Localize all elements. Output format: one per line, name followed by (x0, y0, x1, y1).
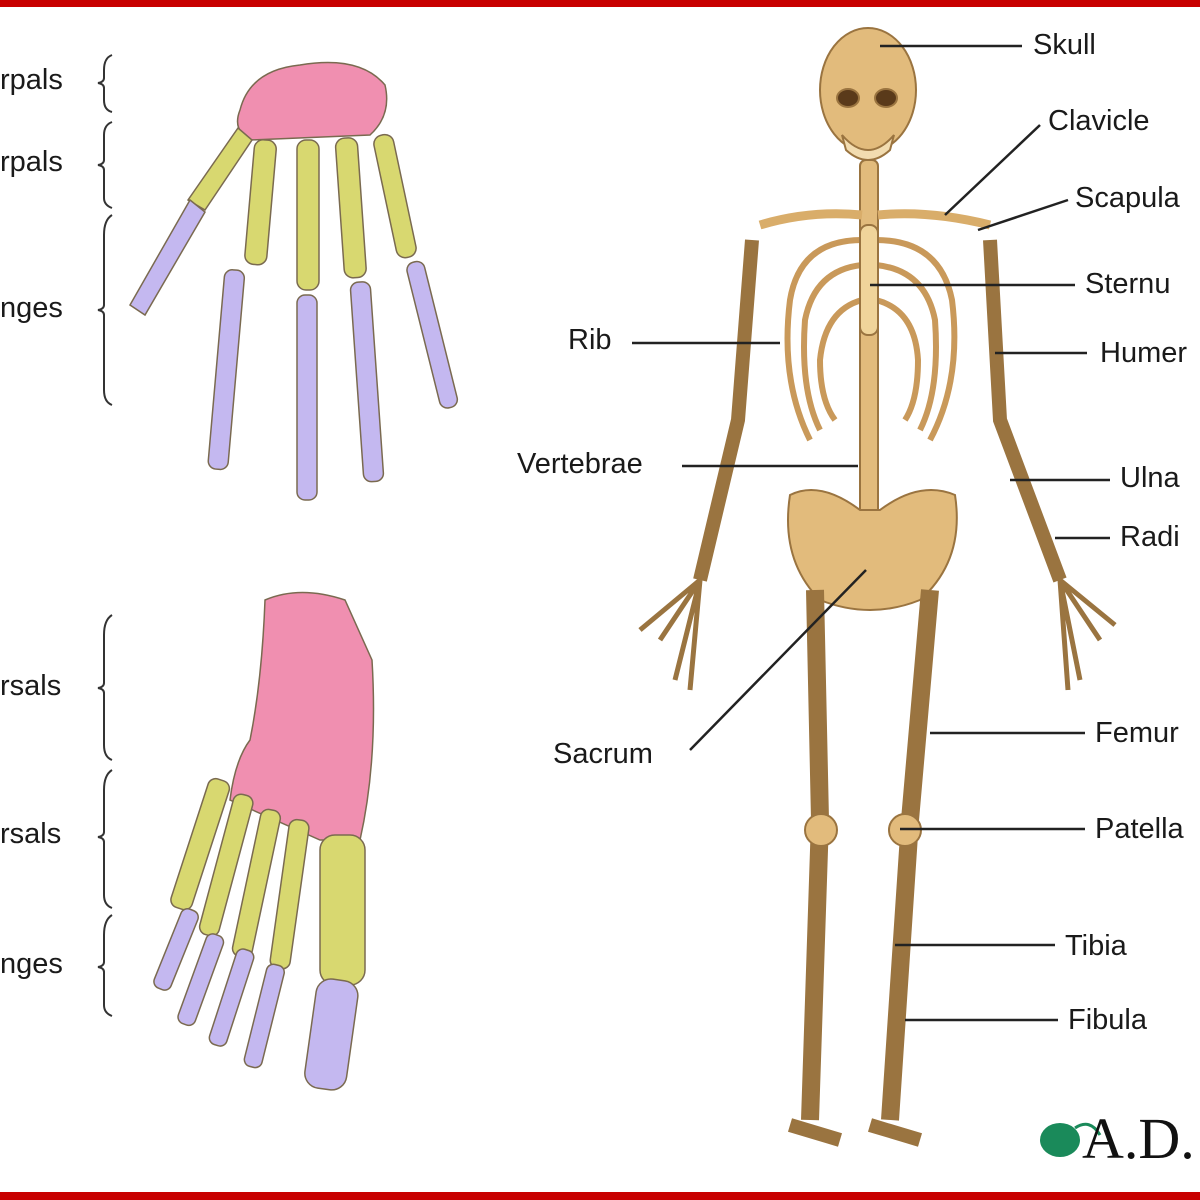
right-leg (881, 589, 939, 1121)
left-patella (804, 813, 838, 847)
skeleton-illustration (638, 27, 1117, 1147)
label-patella: Patella (1095, 813, 1184, 845)
hand-carpals (236, 61, 388, 141)
hand-phalanges (129, 198, 459, 501)
brace-tarsals (97, 614, 113, 761)
label-metacarpals: rpals (0, 146, 63, 178)
brace-foot-phalanges (97, 914, 113, 1017)
pelvis (787, 489, 958, 611)
adam-logo: A.D. (1082, 1106, 1195, 1171)
label-tarsals: rsals (0, 670, 62, 702)
label-ulna: Ulna (1120, 462, 1180, 494)
ribcage (784, 237, 958, 442)
label-scapula: Scapula (1075, 182, 1180, 214)
left-hand (638, 578, 703, 691)
leader-lines (632, 44, 1110, 1022)
label-fibula: Fibula (1068, 1004, 1147, 1036)
label-tibia: Tibia (1065, 930, 1127, 962)
label-sacrum: Sacrum (553, 738, 653, 770)
label-radius: Radi (1120, 521, 1180, 553)
label-skull: Skull (1033, 29, 1096, 61)
foot-phalanges (153, 907, 359, 1091)
left-arm (693, 239, 759, 582)
label-humerus: Humer (1100, 337, 1188, 369)
right-arm (983, 239, 1067, 583)
hand-metacarpals (186, 126, 417, 291)
label-foot-phalanges: nges (0, 948, 63, 980)
label-rib: Rib (568, 324, 612, 356)
label-vertebrae: Vertebrae (517, 448, 643, 480)
label-femur: Femur (1095, 717, 1179, 749)
hand-illustration (129, 61, 459, 501)
top-border (0, 0, 1200, 7)
brace-metatarsals (97, 769, 113, 909)
label-sternum: Sternu (1085, 268, 1171, 300)
label-hand-phalanges: nges (0, 292, 63, 324)
label-metatarsals: rsals (0, 818, 62, 850)
label-carpals: rpals (0, 64, 63, 96)
bottom-border (0, 1192, 1200, 1200)
brace-carpals (97, 54, 113, 113)
spine (859, 159, 879, 541)
sternum (859, 224, 879, 336)
brace-hand-phalanges (97, 214, 113, 406)
foot-illustration (153, 591, 375, 1091)
label-clavicle: Clavicle (1048, 105, 1150, 137)
left-leg (801, 589, 830, 1121)
leaf-icon (1040, 1122, 1102, 1157)
feet (787, 1118, 923, 1147)
clavicles (758, 209, 992, 230)
brace-metacarpals (97, 121, 113, 209)
right-hand (1057, 578, 1117, 691)
braces (97, 54, 113, 1017)
